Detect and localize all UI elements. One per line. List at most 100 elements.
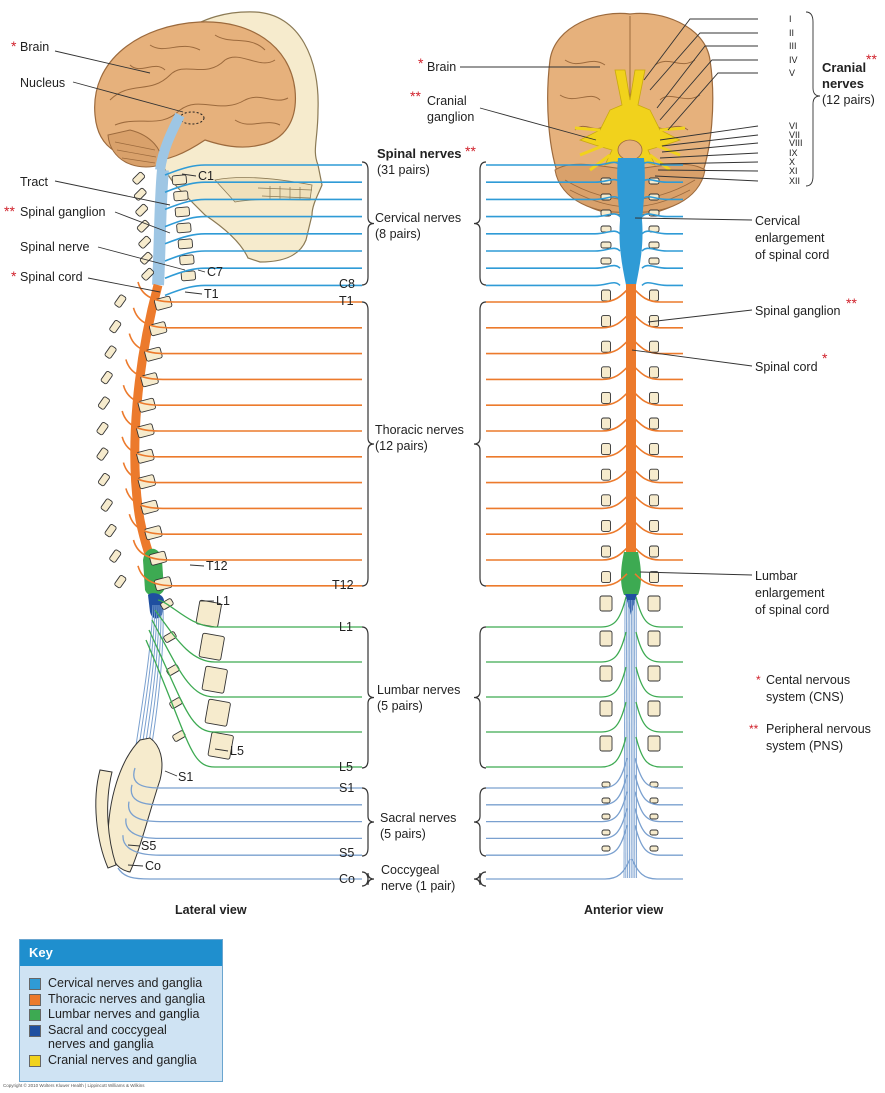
cervical-nerve-anterior-left [486, 281, 621, 287]
vertebral-pedicle-left [599, 665, 613, 682]
spinous-process [109, 320, 122, 334]
cervical-cord-anterior [617, 158, 645, 285]
label-brain-lateral: Brain [20, 40, 49, 54]
sacrum-posterior [95, 769, 117, 869]
sacral-nerve-anterior-right [634, 791, 683, 823]
vertebral-pedicle-right [649, 366, 659, 379]
thoracic-nerve-anterior-right [634, 470, 683, 484]
vertebral-pedicle-right [649, 468, 659, 481]
asterisk: ** [866, 51, 877, 67]
cerebellum-folds [114, 141, 157, 164]
spinous-process [138, 235, 152, 249]
vertebral-pedicle-left [600, 241, 612, 249]
thoracic-nerve-anterior-left [486, 521, 628, 535]
vertebral-pedicle-right [647, 735, 661, 752]
key-swatch [29, 978, 41, 990]
label-cranial-nerves-1: Cranial [822, 60, 866, 75]
cervical-nerve-anterior-left [486, 213, 621, 218]
spinous-process [97, 396, 110, 410]
vertebral-body [198, 632, 225, 661]
vertebral-body [137, 397, 156, 413]
cervical-cord-lateral [152, 169, 169, 286]
key-title: Key [20, 940, 222, 966]
vertebral-pedicle-right [649, 829, 659, 836]
thoracic-nerve-anterior-left [486, 289, 628, 303]
label-co: Co [339, 872, 355, 886]
label-spinal-ganglion-anterior: Spinal ganglion [755, 304, 841, 318]
label-pns-2: system (PNS) [766, 739, 843, 753]
label-spinal-ganglion-lateral: Spinal ganglion [20, 205, 106, 219]
anterior-vertebrae [599, 177, 661, 852]
thoracic-nerve-lateral [132, 539, 362, 561]
bracket-cervical-left [473, 161, 487, 286]
vertebral-pedicle-left [601, 468, 611, 481]
cervical-nerve-anterior-right [641, 213, 683, 218]
thoracic-nerve-lateral [125, 359, 362, 381]
vertebral-pedicle-right [649, 845, 659, 852]
lumbar-nerve-anterior-right [635, 666, 683, 698]
vertebral-pedicle-left [601, 781, 611, 788]
sacral-nerve-lateral [130, 784, 362, 806]
spinous-process [104, 524, 117, 538]
copyright: Copyright © 2010 Wolters Kluwer Health |… [3, 1083, 145, 1088]
sacral-nerve-anterior-left [486, 825, 628, 856]
sacral-nerve-anterior-right [634, 825, 683, 856]
spinous-process [114, 575, 127, 589]
cervical-nerve-anterior-left [486, 230, 621, 235]
label-lumbar-nerves: Lumbar nerves [377, 683, 460, 697]
thoracic-nerve-lateral [125, 488, 362, 510]
lumbar-nerve-anterior-left [486, 666, 627, 698]
vertebral-pedicle-right [649, 813, 659, 820]
vertebral-pedicle-left [601, 289, 611, 302]
label-cervical-enlargement-3: of spinal cord [755, 248, 829, 262]
label-pns-1: Peripheral nervous [766, 722, 871, 736]
lumbar-nerve-lateral [148, 629, 362, 733]
label-lumbar-count: (5 pairs) [377, 699, 423, 713]
key-item-label: Sacral and coccygeal nerves and ganglia [48, 1022, 167, 1052]
vertebral-pedicle-left [599, 735, 613, 752]
vertebral-pedicle-left [599, 630, 613, 647]
vertebral-body [171, 174, 188, 186]
lumbar-nerve-lateral [151, 619, 362, 698]
label-coccygeal: Coccygeal [381, 863, 439, 877]
thoracic-nerve-lateral [121, 410, 362, 432]
cauda-equina-strand-anterior [627, 599, 629, 879]
brainstem [155, 112, 185, 171]
sacral-nerve-anterior-right [634, 757, 683, 789]
spinous-process [96, 447, 109, 461]
spinous-process [100, 371, 113, 385]
thoracic-nerve-anterior-right [634, 418, 683, 432]
cranial-nerve-numeral: VIII [789, 138, 803, 148]
key-item-label: Cervical nerves and ganglia [48, 976, 203, 990]
thoracic-nerve-anterior-left [486, 418, 628, 432]
thoracic-nerve-anterior-right [634, 392, 683, 406]
sacral-nerve-anterior-left [486, 774, 628, 806]
spinous-process [96, 422, 109, 436]
cervical-nerve-anterior-right [641, 195, 683, 201]
label-spinal-nerves-count: (31 pairs) [377, 163, 430, 177]
thoracic-nerve-anterior-right [634, 289, 683, 303]
vertebral-pedicle-right [649, 391, 659, 404]
cranial-nerves-shape [578, 69, 682, 166]
key-item-label: Cranial nerves and ganglia [48, 1052, 197, 1067]
cervical-nerve-anterior-right [641, 161, 683, 166]
brain-anterior-folds [559, 16, 701, 131]
vertebral-pedicle-right [649, 797, 659, 804]
key-swatch [29, 1024, 41, 1037]
spinous-process [135, 203, 149, 217]
thoracic-nerve-anterior-right [634, 521, 683, 535]
cauda-equina-strand-anterior [625, 599, 628, 879]
cervical-nerve-anterior-right [641, 247, 683, 252]
cervical-nerve-lateral [164, 164, 362, 176]
leader-lines [54, 11, 821, 867]
spinous-process [114, 294, 127, 308]
label-sacral-nerves: Sacral nerves [380, 811, 456, 825]
vertebral-body [173, 190, 189, 202]
vertebral-pedicle-right [649, 340, 659, 353]
vertebral-body [176, 222, 192, 234]
label-spinal-nerve: Spinal nerve [20, 240, 90, 254]
cranial-nerve-numeral: V [789, 68, 795, 78]
thoracic-nerve-anterior-left [486, 341, 628, 355]
lateral-view [94, 11, 323, 263]
